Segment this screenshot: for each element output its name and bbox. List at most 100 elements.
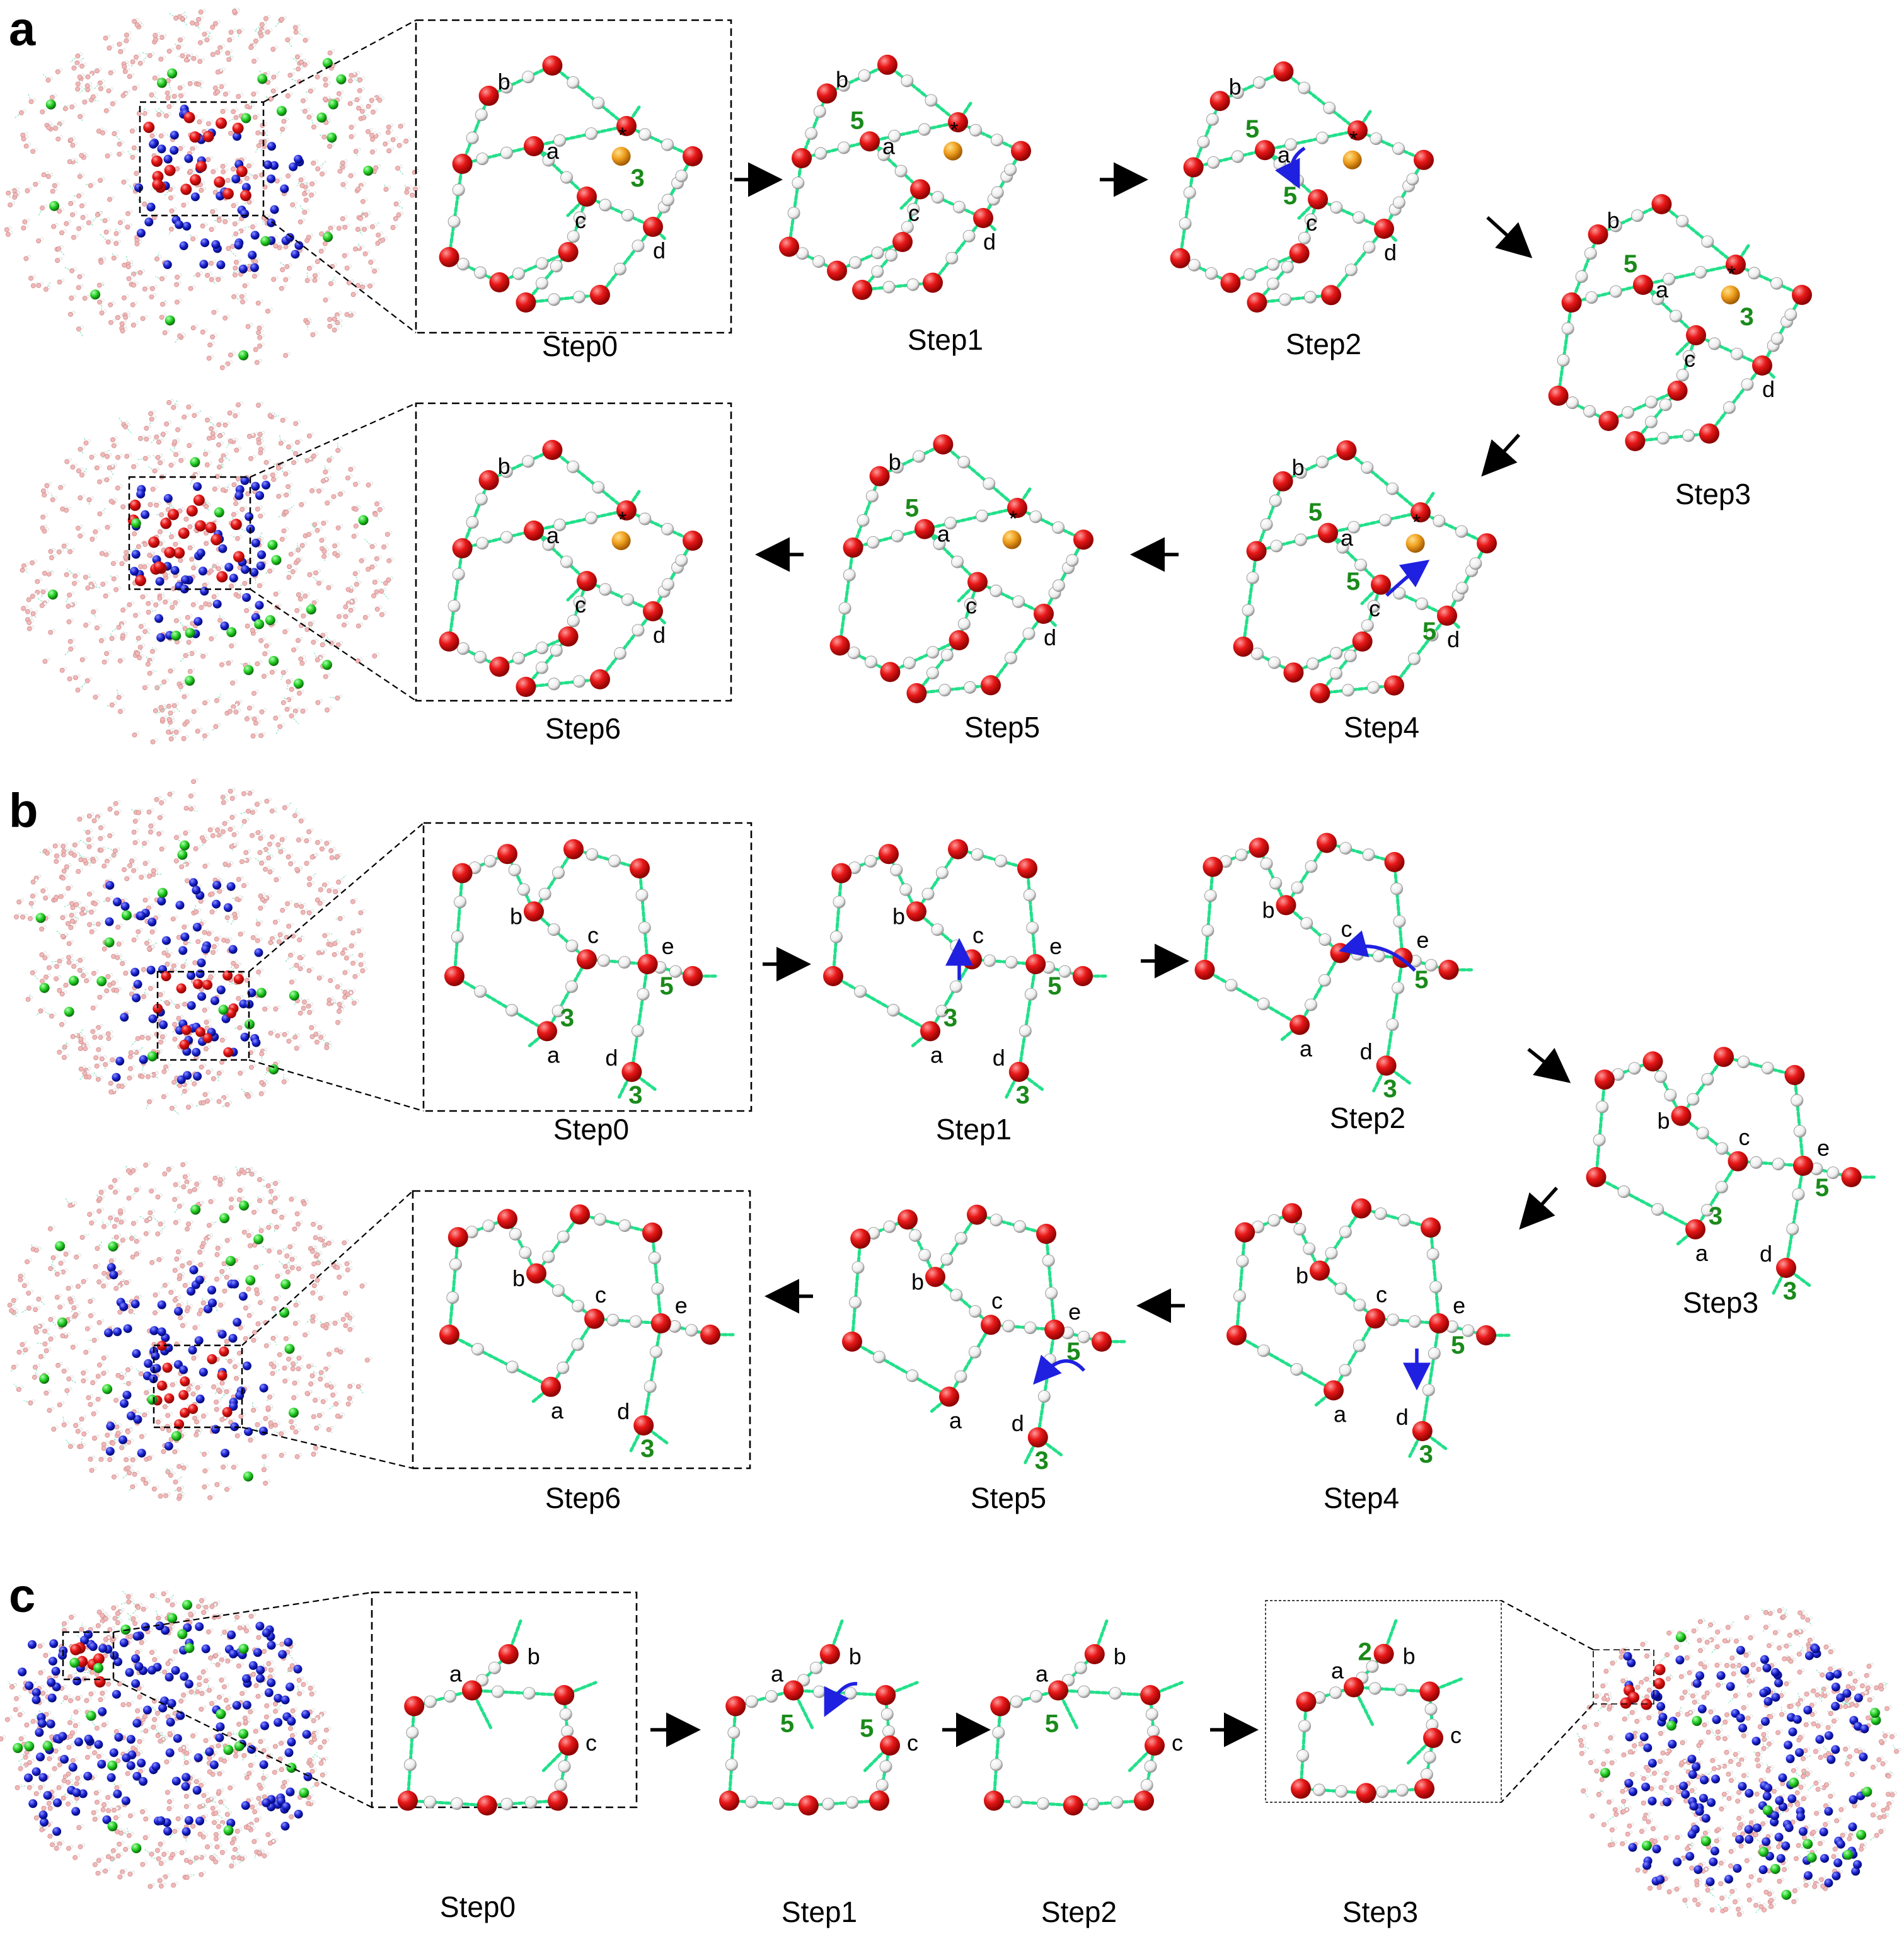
bulk-hydrogen-icon xyxy=(168,112,171,116)
bulk-water-icon xyxy=(202,1451,207,1457)
bulk-hydrogen-icon xyxy=(173,533,176,537)
bulk-water-icon xyxy=(229,643,234,648)
bulk-hydrogen-icon xyxy=(239,1432,243,1436)
bulk-water-icon xyxy=(246,163,251,169)
bulk-hydrogen-icon xyxy=(197,845,200,849)
bulk-hydrogen-icon xyxy=(85,154,89,158)
bulk-water-icon xyxy=(91,970,96,976)
bulk-hydrogen-icon xyxy=(268,798,272,801)
bulk-hydrogen-icon xyxy=(76,851,79,855)
bulk-water-icon xyxy=(109,636,115,642)
ion-icon xyxy=(321,660,332,670)
bulk-hydrogen-icon xyxy=(164,716,168,719)
bulk-water-icon xyxy=(160,716,165,722)
bulk-hydrogen-icon xyxy=(206,1467,210,1471)
bulk-hydrogen-icon xyxy=(314,159,318,163)
bulk-water-icon xyxy=(170,604,175,610)
bulk-water-icon xyxy=(159,314,164,320)
bulk-water-icon xyxy=(256,969,262,975)
bulk-water-icon xyxy=(354,582,359,587)
bulk-hydrogen-icon xyxy=(293,712,296,716)
bulk-hydrogen-icon xyxy=(344,163,348,167)
bulk-water-icon xyxy=(158,992,163,998)
bulk-hydrogen-icon xyxy=(146,684,150,688)
bulk-hydrogen-icon xyxy=(43,602,47,606)
ion-icon xyxy=(276,106,287,117)
bulk-water-icon xyxy=(199,605,204,610)
bulk-hydrogen-icon xyxy=(149,660,153,664)
bulk-water-icon xyxy=(49,95,55,100)
bulk-hydrogen-icon xyxy=(290,443,294,447)
bulk-water-icon xyxy=(60,933,66,939)
bulk-water-icon xyxy=(58,1260,64,1266)
bulk-hydrogen-icon xyxy=(191,150,195,154)
bulk-hydrogen-icon xyxy=(304,182,307,185)
bulk-water-icon xyxy=(113,801,118,807)
bulk-water-icon xyxy=(279,837,285,843)
bulk-water-icon xyxy=(124,38,129,43)
bulk-water-icon xyxy=(309,854,315,860)
bulk-hydrogen-icon xyxy=(71,618,74,622)
bulk-water-icon xyxy=(209,426,214,432)
bulk-water-icon xyxy=(222,422,228,428)
bulk-water-icon xyxy=(278,440,284,446)
bulk-water-icon xyxy=(158,1039,163,1045)
bulk-water-icon xyxy=(49,1013,54,1019)
bulk-water-icon xyxy=(97,1196,103,1201)
bulk-water-icon xyxy=(393,201,399,207)
ordered-water-icon xyxy=(148,1014,158,1023)
bulk-hydrogen-icon xyxy=(59,1362,63,1366)
bulk-hydrogen-icon xyxy=(163,275,167,279)
bulk-hydrogen-icon xyxy=(308,860,311,863)
bulk-hydrogen-icon xyxy=(243,975,247,979)
ion-icon xyxy=(260,236,271,246)
bulk-hydrogen-icon xyxy=(90,219,94,223)
bulk-water-icon xyxy=(149,92,154,98)
bulk-water-icon xyxy=(366,129,371,134)
bulk-water-icon xyxy=(81,973,86,979)
bulk-hydrogen-icon xyxy=(219,878,223,882)
bulk-hydrogen-icon xyxy=(274,669,277,672)
bulk-hydrogen-icon xyxy=(319,165,323,169)
bulk-water-icon xyxy=(337,916,343,921)
bulk-hydrogen-icon xyxy=(229,49,233,53)
bulk-water-icon xyxy=(243,1305,248,1311)
bulk-hydrogen-icon xyxy=(101,79,105,83)
bulk-hydrogen-icon xyxy=(43,951,47,955)
bulk-hydrogen-icon xyxy=(247,849,251,853)
bulk-water-icon xyxy=(202,700,207,706)
bulk-hydrogen-icon xyxy=(50,124,54,127)
bulk-water-icon xyxy=(114,1217,119,1223)
bulk-water-icon xyxy=(253,38,258,44)
bulk-water-icon xyxy=(352,974,358,979)
bulk-hydrogen-icon xyxy=(299,66,303,69)
bulk-water-icon xyxy=(319,231,325,237)
bulk-hydrogen-icon xyxy=(163,845,166,849)
bulk-hydrogen-icon xyxy=(263,122,267,125)
bulk-water-icon xyxy=(102,218,108,224)
bulk-water-icon xyxy=(267,1248,272,1254)
bulk-hydrogen-icon xyxy=(29,608,33,611)
bulk-hydrogen-icon xyxy=(102,258,106,262)
bulk-hydrogen-icon xyxy=(115,575,119,579)
bulk-hydrogen-icon xyxy=(67,1332,71,1336)
bulk-hydrogen-icon xyxy=(360,927,364,931)
bulk-water-icon xyxy=(100,582,106,587)
bulk-water-icon xyxy=(385,130,391,135)
bulk-water-icon xyxy=(116,624,122,630)
bulk-hydrogen-icon xyxy=(25,605,28,608)
bulk-water-icon xyxy=(279,1453,284,1458)
bulk-hydrogen-icon xyxy=(130,1194,134,1198)
bulk-water-icon xyxy=(323,297,328,303)
bulk-hydrogen-icon xyxy=(170,399,174,403)
bulk-water-icon xyxy=(142,542,148,547)
bulk-water-icon xyxy=(396,212,401,217)
bulk-hydrogen-icon xyxy=(311,432,314,436)
bulk-hydrogen-icon xyxy=(241,1196,245,1199)
bulk-water-icon xyxy=(347,101,353,106)
bulk-water-icon xyxy=(289,713,294,719)
bulk-water-icon xyxy=(241,819,247,824)
ordered-water-icon xyxy=(240,209,250,219)
bulk-water-icon xyxy=(280,907,286,913)
bulk-water-icon xyxy=(101,863,107,869)
